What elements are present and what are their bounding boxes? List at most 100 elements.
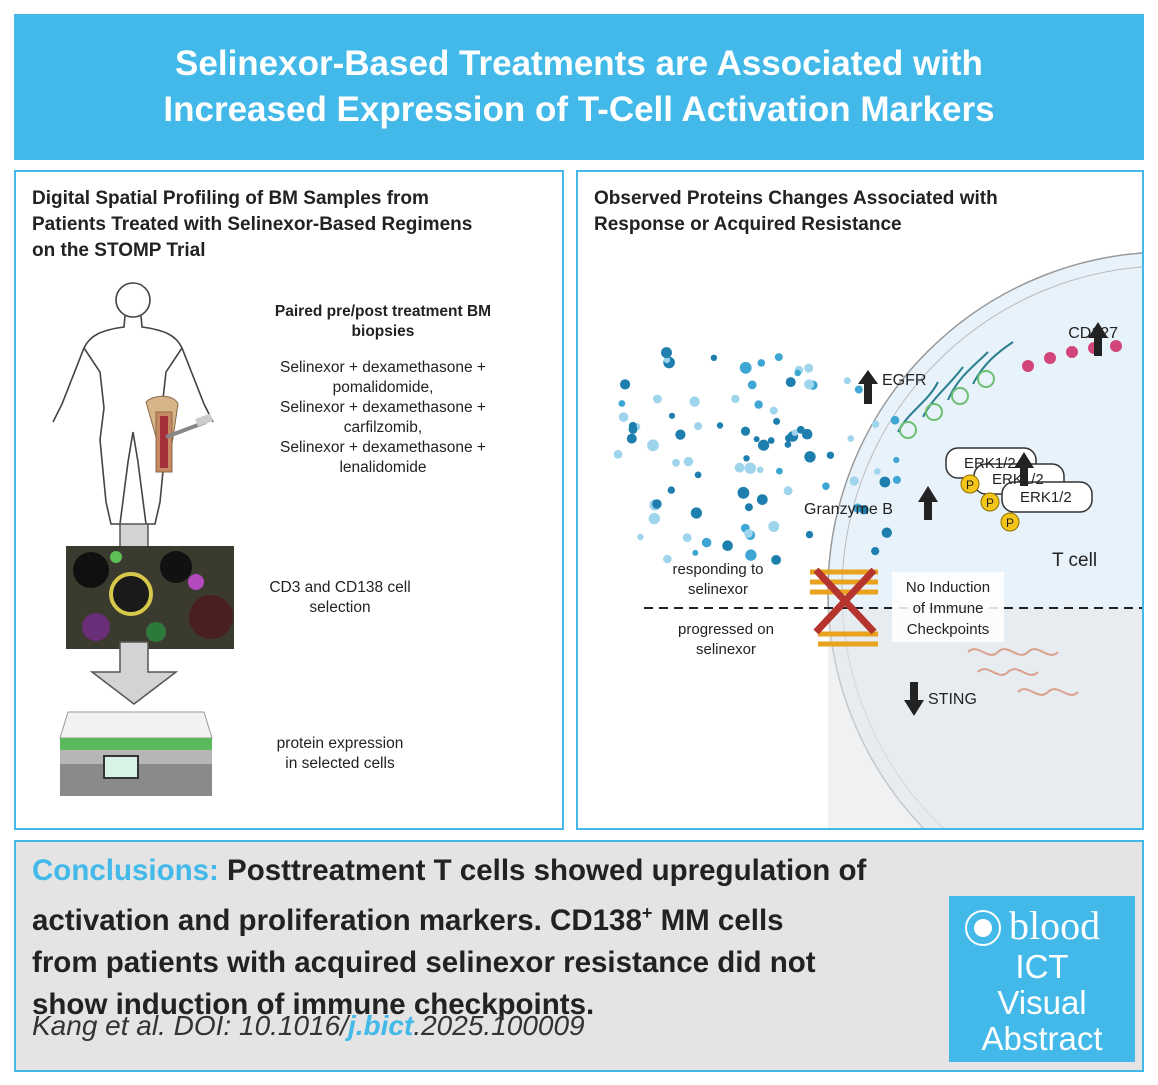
granule-dot [767, 437, 775, 444]
cell-selection-label: CD3 and CD138 cell selection [269, 579, 411, 616]
granule-dot [701, 537, 712, 548]
granule-dot [692, 549, 699, 556]
granule-dot [637, 533, 644, 541]
paired-biopsies-heading: Paired pre/post treatment BM biopsies [274, 303, 492, 340]
granule-dot [801, 428, 813, 440]
granule-dot [871, 420, 880, 428]
granule-dot [892, 475, 901, 484]
granule-dot [652, 499, 662, 509]
conclusions-label: Conclusions: [32, 854, 219, 887]
phospho-label-2: P [986, 496, 994, 510]
granule-dot [773, 417, 781, 425]
granule-dot [890, 415, 900, 425]
regimen-list: Selinexor + dexamethasone + pomalidomide… [280, 359, 486, 476]
granule-dot [847, 435, 855, 442]
granule-dot [668, 412, 676, 419]
no-induction-line3: Checkpoints [907, 621, 990, 638]
right-panel-title: Observed Proteins Changes Associated wit… [594, 186, 998, 238]
no-induction-line1: No Induction [906, 579, 990, 596]
granule-dot [843, 377, 851, 385]
granule-dot [618, 412, 629, 422]
header-title-line2: Increased Expression of T-Cell Activatio… [163, 90, 995, 129]
erk-label-2: ERK1/2 [992, 471, 1044, 488]
granule-dot [648, 512, 660, 525]
receptor-cluster-icon [897, 341, 1014, 439]
egfr-label: EGFR [882, 372, 926, 389]
granule-dot [747, 380, 757, 390]
granule-dot [683, 456, 694, 467]
granule-dot [663, 554, 672, 564]
granule-dot [675, 429, 686, 440]
left-title-line3: on the STOMP Trial [32, 240, 206, 261]
responding-label-line1: responding to [673, 561, 764, 578]
doi-link[interactable]: j.bict [347, 1010, 414, 1041]
granule-dot [744, 503, 753, 512]
granule-dot [743, 455, 750, 462]
granule-dot [716, 422, 724, 429]
granule-dot [731, 394, 740, 404]
blood-ict-logo: blood ICT Visual Abstract [949, 896, 1135, 1062]
society-seal-icon [965, 910, 1001, 946]
granzyme-label: Granzyme B [804, 501, 893, 518]
granule-dot [758, 439, 770, 451]
header-title-line1: Selinexor-Based Treatments are Associate… [175, 44, 983, 83]
progressed-label-line2: selinexor [696, 641, 756, 658]
cross-icon [813, 567, 877, 635]
granule-dot [745, 549, 757, 561]
granule-dot [754, 400, 763, 409]
granule-dot [620, 379, 631, 390]
granule-dot [694, 471, 702, 479]
granule-dot [794, 369, 801, 377]
granule-dot [626, 433, 637, 444]
up-arrow-icons [858, 322, 1108, 520]
phospho-label-3: P [1006, 516, 1014, 530]
granule-dot [690, 507, 702, 519]
superscript-plus: + [641, 903, 653, 923]
granule-dot [771, 555, 781, 565]
conclusions-text: Conclusions: Posttreatment T cells showe… [32, 854, 867, 1021]
granule-dot [710, 354, 718, 361]
citation: Kang et al. DOI: 10.1016/j.bict.2025.100… [32, 1010, 585, 1041]
granule-dot [628, 421, 637, 430]
granule-dot [804, 379, 815, 390]
granule-dot [859, 505, 869, 515]
granule-dot [822, 482, 830, 491]
phospho-markers [960, 474, 1020, 532]
granule-dot [805, 530, 814, 539]
erk-label-3: ERK1/2 [1020, 489, 1072, 506]
right-panel: Observed Proteins Changes Associated wit… [576, 170, 1144, 830]
left-panel-illustration [52, 282, 234, 796]
granule-dot [740, 426, 751, 436]
granule-dot [744, 529, 753, 538]
granule-dot [647, 439, 659, 452]
granule-dot [785, 377, 796, 388]
granule-dot [682, 533, 692, 543]
granule-dot [849, 476, 859, 486]
granule-dot [663, 356, 671, 364]
checkpoint-receptor-icon [810, 569, 878, 647]
protein-expression-label: protein expression in selected cells [276, 735, 404, 772]
header-banner: Selinexor-Based Treatments are Associate… [14, 14, 1144, 160]
cd127-label: CD127 [1068, 325, 1118, 342]
logo-line3: Abstract [981, 1020, 1103, 1057]
granule-dot [854, 385, 863, 394]
left-title-line2: Patients Treated with Selinexor-Based Re… [32, 214, 473, 235]
granule-dot [774, 353, 783, 362]
left-panel: Digital Spatial Profiling of BM Samples … [14, 170, 564, 830]
right-title-line1: Observed Proteins Changes Associated wit… [594, 188, 998, 209]
granule-dot [744, 462, 756, 474]
granule-dot [753, 436, 760, 443]
granule-dot [672, 458, 680, 467]
granule-dot [734, 462, 745, 473]
granule-dot [881, 527, 892, 538]
granule-dot [661, 347, 672, 359]
left-title-line1: Digital Spatial Profiling of BM Samples … [32, 188, 429, 209]
granule-dot [756, 494, 768, 505]
granule-dot [871, 547, 880, 556]
phospho-label-1: P [966, 478, 974, 492]
granule-dot [791, 429, 799, 437]
human-figure-icon [52, 282, 214, 525]
responding-label-line2: selinexor [688, 581, 748, 598]
granule-dot [776, 467, 783, 475]
granule-dot [694, 422, 703, 431]
